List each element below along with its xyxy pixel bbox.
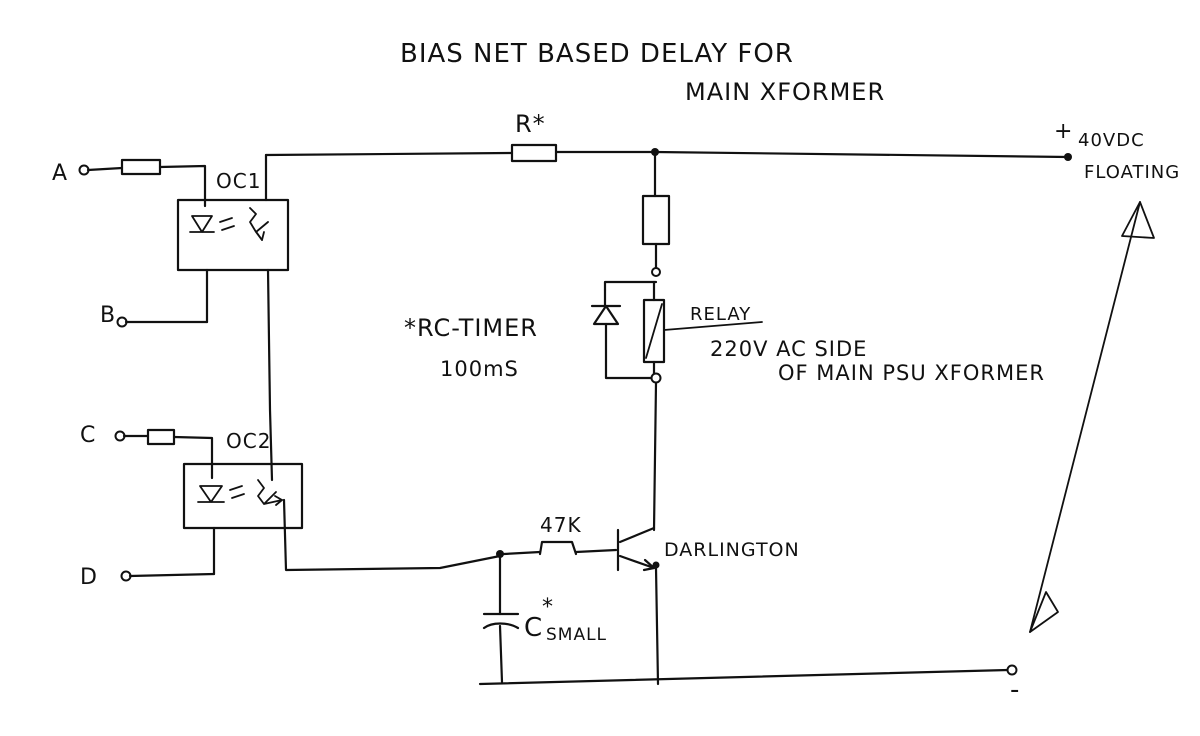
transistor-label: DARLINGTON xyxy=(664,539,800,561)
wire-c-to-oc2 xyxy=(172,435,214,480)
arrow-head-top-icon xyxy=(1121,201,1155,239)
capacitor-c-small xyxy=(482,612,520,630)
oc1-label: OC1 xyxy=(216,169,261,193)
terminal-plus xyxy=(1064,153,1072,161)
resistor-a xyxy=(120,158,162,176)
wire-to-47k xyxy=(502,550,542,556)
wire-cap-bottom xyxy=(498,624,504,684)
minus-label: - xyxy=(1010,675,1020,705)
darlington-transistor-icon xyxy=(616,526,656,572)
terminal-b-label: B xyxy=(100,303,116,328)
wire-diode-top xyxy=(603,280,658,292)
oc2-phototransistor-icon xyxy=(257,479,283,506)
capacitor-star: * xyxy=(542,595,554,620)
relay-label-leader xyxy=(663,321,763,331)
oc1-phototransistor-icon xyxy=(249,207,269,241)
relay-note-line-2: OF MAIN PSU XFORMER xyxy=(778,361,1045,385)
optocoupler-oc1 xyxy=(176,198,290,272)
voltage-arrow-line xyxy=(1029,201,1141,633)
capacitor-label: C xyxy=(524,613,543,643)
rc-timer-label: *RC-TIMER xyxy=(404,314,538,342)
wire-top-rail-left xyxy=(264,151,514,157)
title-line-2: MAIN XFORMER xyxy=(685,78,885,106)
wire-emitter-to-ground xyxy=(654,566,660,686)
supply-voltage: 40VDC xyxy=(1078,130,1145,151)
oc1-led-icon xyxy=(189,215,235,233)
resistor-c xyxy=(146,428,176,446)
wire-a-to-oc1 xyxy=(158,164,207,208)
supply-floating: FLOATING xyxy=(1084,162,1180,183)
plus-label: + xyxy=(1054,119,1073,144)
wire-top-rail-right xyxy=(653,150,1070,159)
terminal-minus xyxy=(1006,664,1018,676)
node-emitter xyxy=(652,561,660,569)
terminal-a-label: A xyxy=(52,161,68,186)
wire-d xyxy=(128,572,216,578)
terminal-c-label: C xyxy=(80,423,96,448)
wire-oc2-emitter xyxy=(282,498,502,572)
relay-label: RELAY xyxy=(690,304,751,325)
oc2-led-icon xyxy=(197,485,245,503)
resistor-r-star xyxy=(510,143,558,163)
wire-47k-to-base xyxy=(574,548,618,554)
optocoupler-oc2 xyxy=(182,462,304,530)
wire-oc1-to-oc2 xyxy=(266,268,274,482)
wire-relay-to-collector xyxy=(652,381,658,532)
node-relay-top xyxy=(651,267,661,277)
arrow-head-bottom-icon xyxy=(1029,591,1059,633)
node-base-input xyxy=(496,550,504,558)
capacitor-note: SMALL xyxy=(546,625,607,645)
r-star-label: R* xyxy=(515,110,546,138)
terminal-d-label: D xyxy=(80,565,98,590)
node-relay-bottom xyxy=(650,372,662,384)
relay-coil-slash xyxy=(645,303,663,359)
wire-a-in xyxy=(86,166,124,172)
title-line-1: BIAS NET BASED DELAY FOR xyxy=(400,39,794,69)
rc-timer-value: 100mS xyxy=(440,357,519,381)
rc-timer-resistor xyxy=(641,194,671,246)
wire-ground-rail xyxy=(478,668,1010,686)
base-resistor-label: 47K xyxy=(540,513,582,537)
wire-diode-leads xyxy=(603,288,658,380)
flyback-diode-icon xyxy=(590,304,622,326)
resistor-47k xyxy=(538,540,578,556)
oc2-label: OC2 xyxy=(226,429,271,453)
relay-note-line-1: 220V AC SIDE xyxy=(710,337,867,361)
